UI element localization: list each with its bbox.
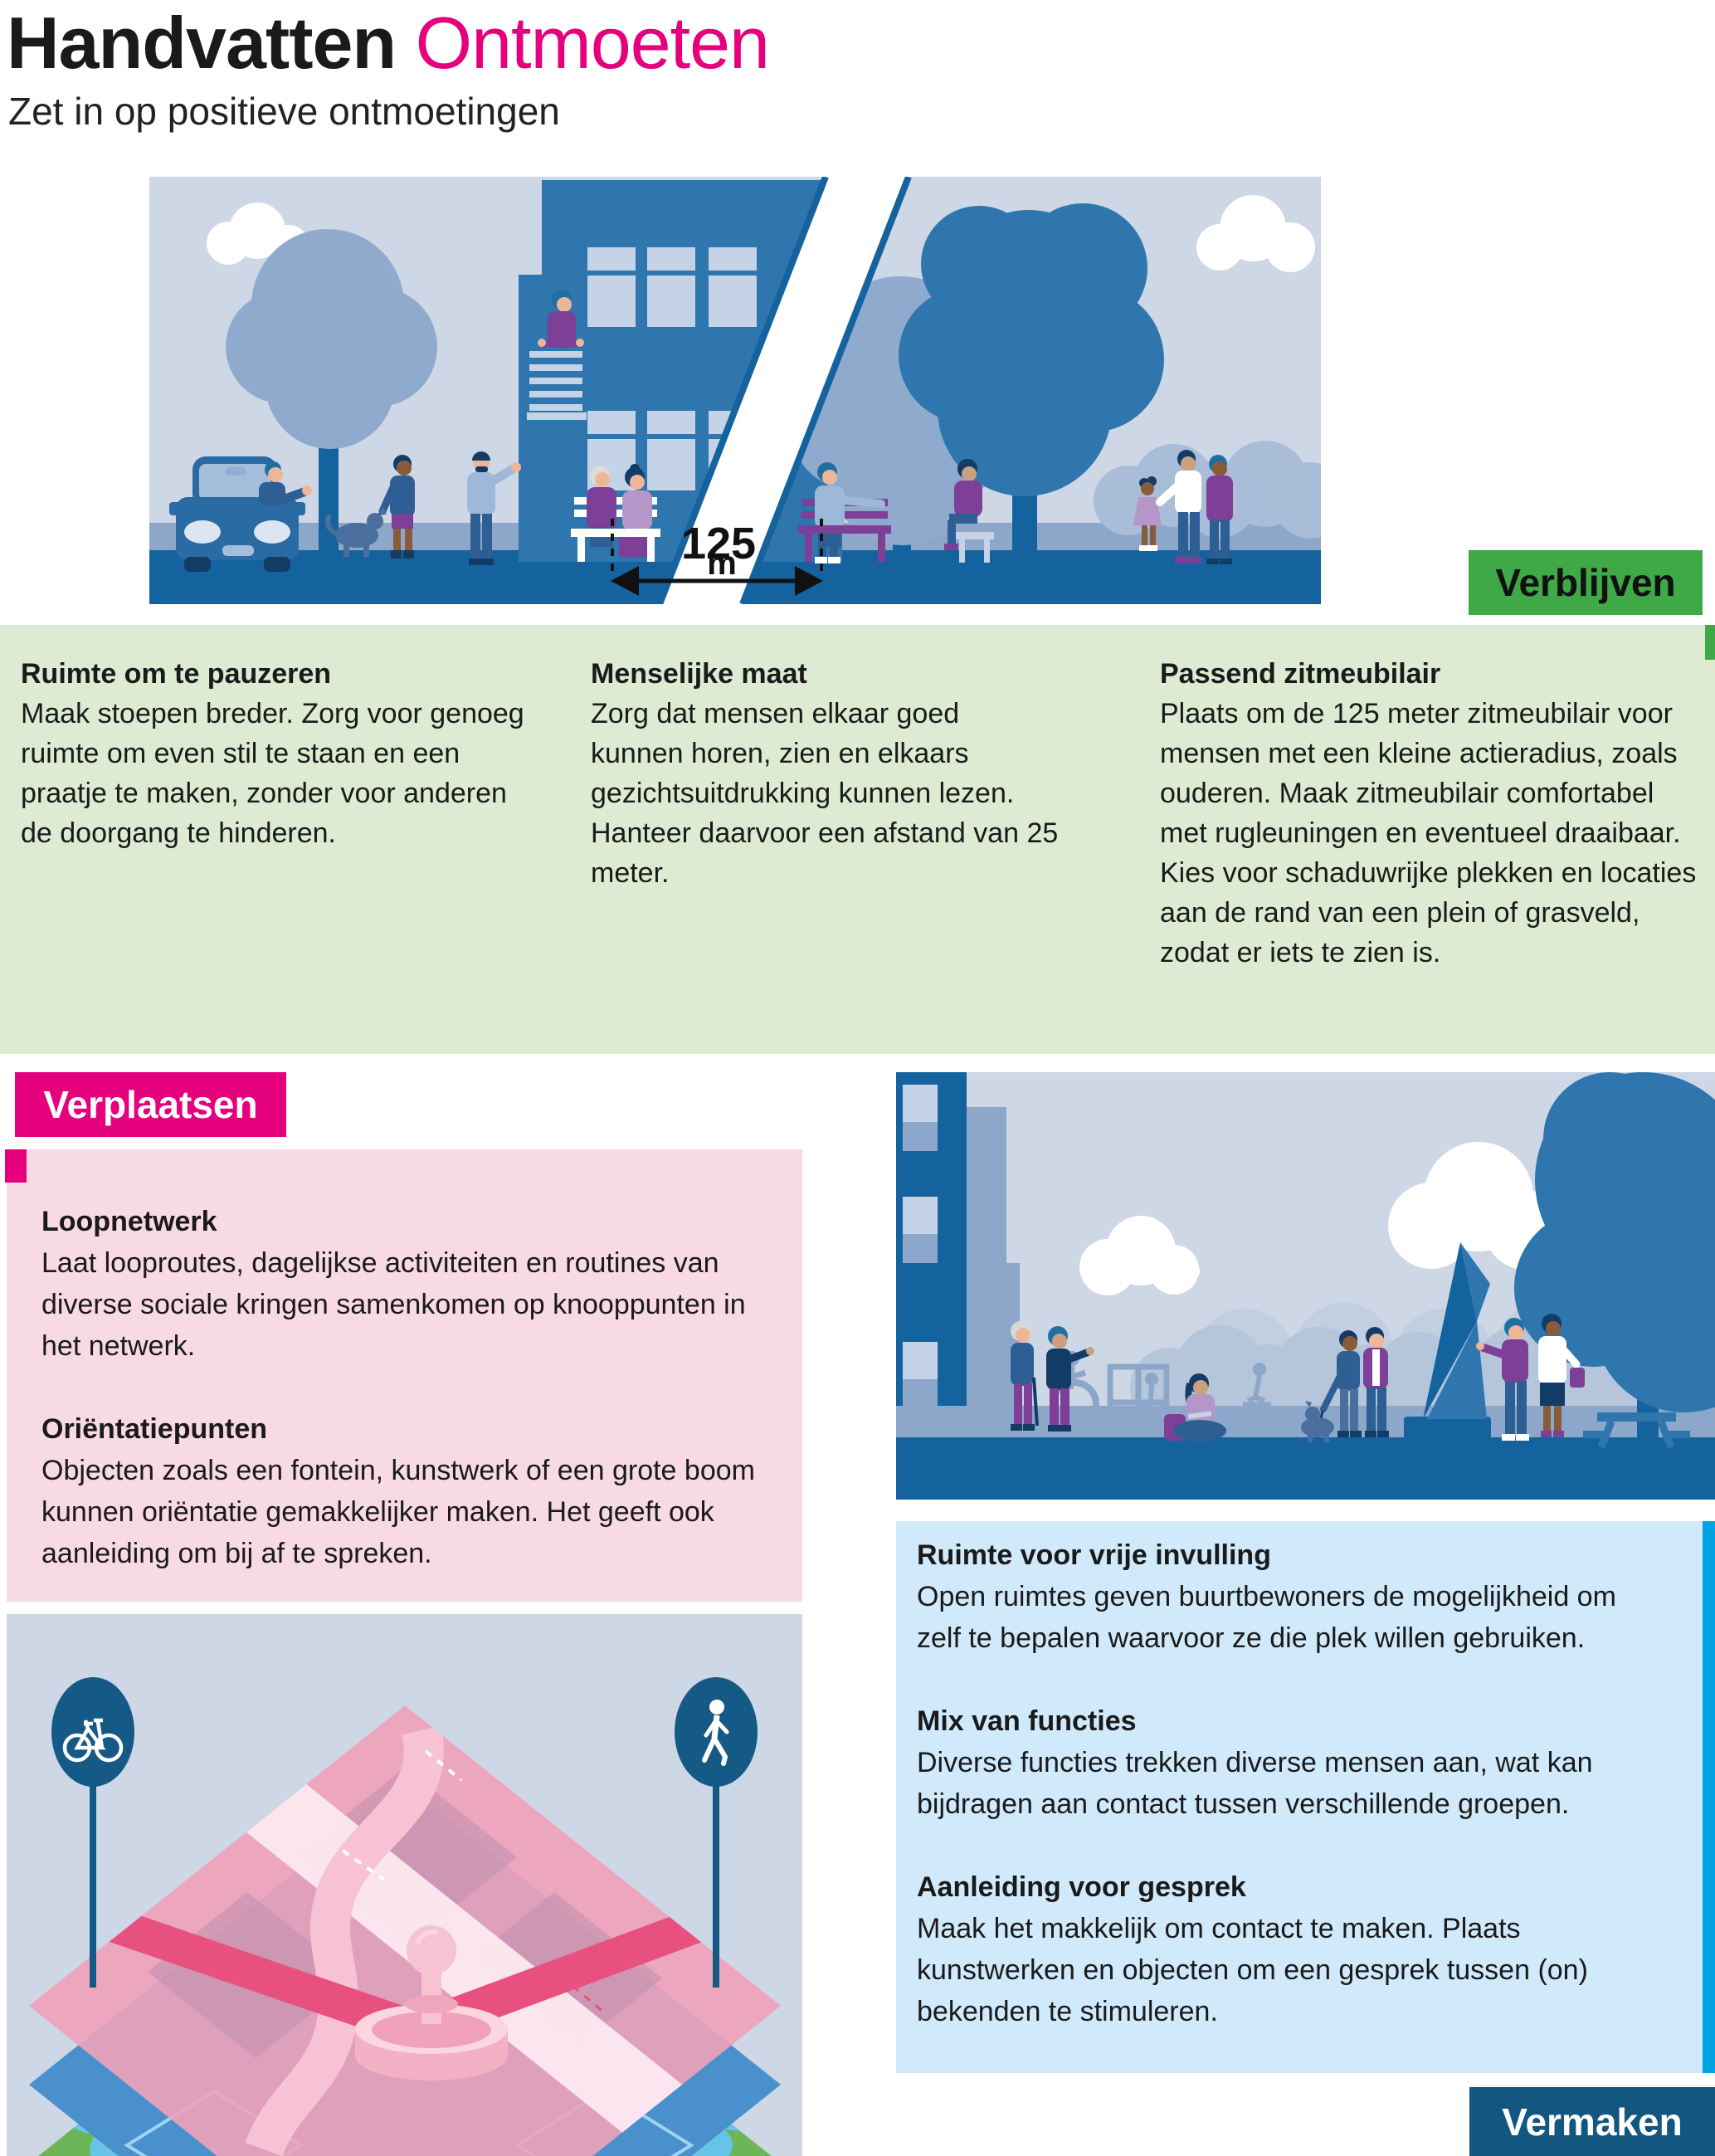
verplaatsen-item-body: Objecten zoals een fontein, kunstwerk of… [41, 1455, 755, 1569]
talking-pair [1011, 1321, 1094, 1432]
vermaken-item-body: Maak het makkelijk om contact te maken. … [917, 1913, 1588, 2027]
distance-label: 125 [681, 519, 756, 568]
distance-unit: m [707, 545, 737, 582]
verplaatsen-item: Oriëntatiepunten Objecten zoals een font… [41, 1408, 772, 1574]
bicycle-icon [62, 1718, 124, 1763]
map-route-curved [245, 1725, 444, 2156]
park-scene-illustration [896, 1072, 1715, 1500]
green-corner-tab [1705, 625, 1715, 660]
fountain [355, 1925, 508, 2080]
picnic-table [1583, 1412, 1690, 1449]
verblijven-item-body: Maak stoepen breder. Zorg voor genoeg ru… [21, 698, 524, 849]
sitting-person-laptop [1164, 1373, 1226, 1441]
badge-vermaken: Vermaken [1469, 2087, 1715, 2156]
cloud-icon [1196, 195, 1315, 272]
verblijven-item-body: Zorg dat mensen elkaar goed kunnen horen… [591, 698, 1059, 889]
building [896, 1072, 1020, 1437]
verblijven-item-heading: Passend zitmeubilair [1160, 658, 1441, 690]
person-on-balcony [538, 290, 584, 348]
verplaatsen-item: Loopnetwerk Laat looproutes, dagelijkse … [41, 1201, 772, 1367]
pedestrian-sign [675, 1677, 758, 1988]
page-title-pink: Ontmoeten [415, 2, 770, 84]
verplaatsen-item-body: Laat looproutes, dagelijkse activiteiten… [41, 1247, 746, 1362]
greeting-person [467, 451, 521, 565]
tree [1514, 1072, 1715, 1441]
dog-walker [325, 455, 415, 559]
tree [226, 229, 437, 571]
blue-edge-accent [1703, 1521, 1715, 2073]
section-verplaatsen: Loopnetwerk Laat looproutes, dagelijkse … [7, 1149, 802, 1602]
badge-verplaatsen: Verplaatsen [15, 1072, 286, 1137]
verplaatsen-item-heading: Loopnetwerk [41, 1206, 217, 1237]
sculpture [1404, 1242, 1491, 1441]
street-scene-illustration: 125 m [149, 177, 1321, 604]
verblijven-item: Menselijke maat Zorg dat mensen elkaar g… [591, 654, 1060, 893]
car [169, 456, 312, 572]
vermaken-item: Mix van functies Diverse functies trekke… [917, 1700, 1626, 1825]
verblijven-item-heading: Menselijke maat [591, 658, 807, 690]
verblijven-item: Passend zitmeubilair Plaats om de 125 me… [1160, 654, 1699, 973]
vermaken-item: Aanleiding voor gesprek Maak het makkeli… [917, 1866, 1626, 2032]
page-title: Handvatten Ontmoeten [7, 0, 770, 86]
cloud-icon [1079, 1216, 1200, 1295]
dog [1301, 1401, 1334, 1442]
map-layer-pink [29, 1705, 781, 2156]
pedestrian-icon [702, 1700, 729, 1766]
vermaken-item-body: Diverse functies trekken diverse mensen … [917, 1747, 1593, 1820]
verblijven-item-heading: Ruimte om te pauzeren [21, 658, 332, 690]
driver [259, 461, 312, 505]
park-foreground [896, 1437, 1715, 1500]
bicycle-sign [51, 1677, 134, 1988]
cloud-icon [207, 202, 309, 265]
verblijven-item-body: Plaats om de 125 meter zitmeubilair voor… [1160, 698, 1697, 968]
balcony [527, 343, 587, 420]
badge-verblijven: Verblijven [1469, 550, 1703, 615]
bench-with-couple [571, 464, 660, 562]
sitting-person [944, 459, 994, 563]
section-verblijven: Ruimte om te pauzeren Maak stoepen brede… [0, 625, 1715, 1054]
page-title-black: Handvatten [7, 2, 397, 84]
dog [325, 507, 387, 557]
diagonal-break [656, 177, 912, 604]
family-walking [1133, 450, 1233, 564]
page-subtitle: Zet in op positieve ontmoetingen [8, 90, 560, 133]
vermaken-item-heading: Ruimte voor vrije invulling [917, 1539, 1271, 1571]
vermaken-item-body: Open ruimtes geven buurtbewoners de moge… [917, 1581, 1616, 1654]
vermaken-item-heading: Aanleiding voor gesprek [917, 1871, 1246, 1903]
section-vermaken: Ruimte voor vrije invulling Open ruimtes… [896, 1521, 1715, 2073]
walking-network-map-illustration [7, 1614, 802, 2156]
vermaken-item-heading: Mix van functies [917, 1705, 1137, 1737]
verblijven-item: Ruimte om te pauzeren Maak stoepen brede… [21, 654, 539, 853]
tree [899, 203, 1164, 563]
distance-measure: 125 m [611, 519, 823, 596]
verplaatsen-item-heading: Oriëntatiepunten [41, 1413, 268, 1445]
vermaken-item: Ruimte voor vrije invulling Open ruimtes… [917, 1534, 1626, 1659]
bench-with-person [798, 462, 891, 563]
talking-pair [1476, 1314, 1585, 1441]
pair-with-dog [1301, 1327, 1389, 1442]
pink-corner-tab [5, 1149, 27, 1183]
